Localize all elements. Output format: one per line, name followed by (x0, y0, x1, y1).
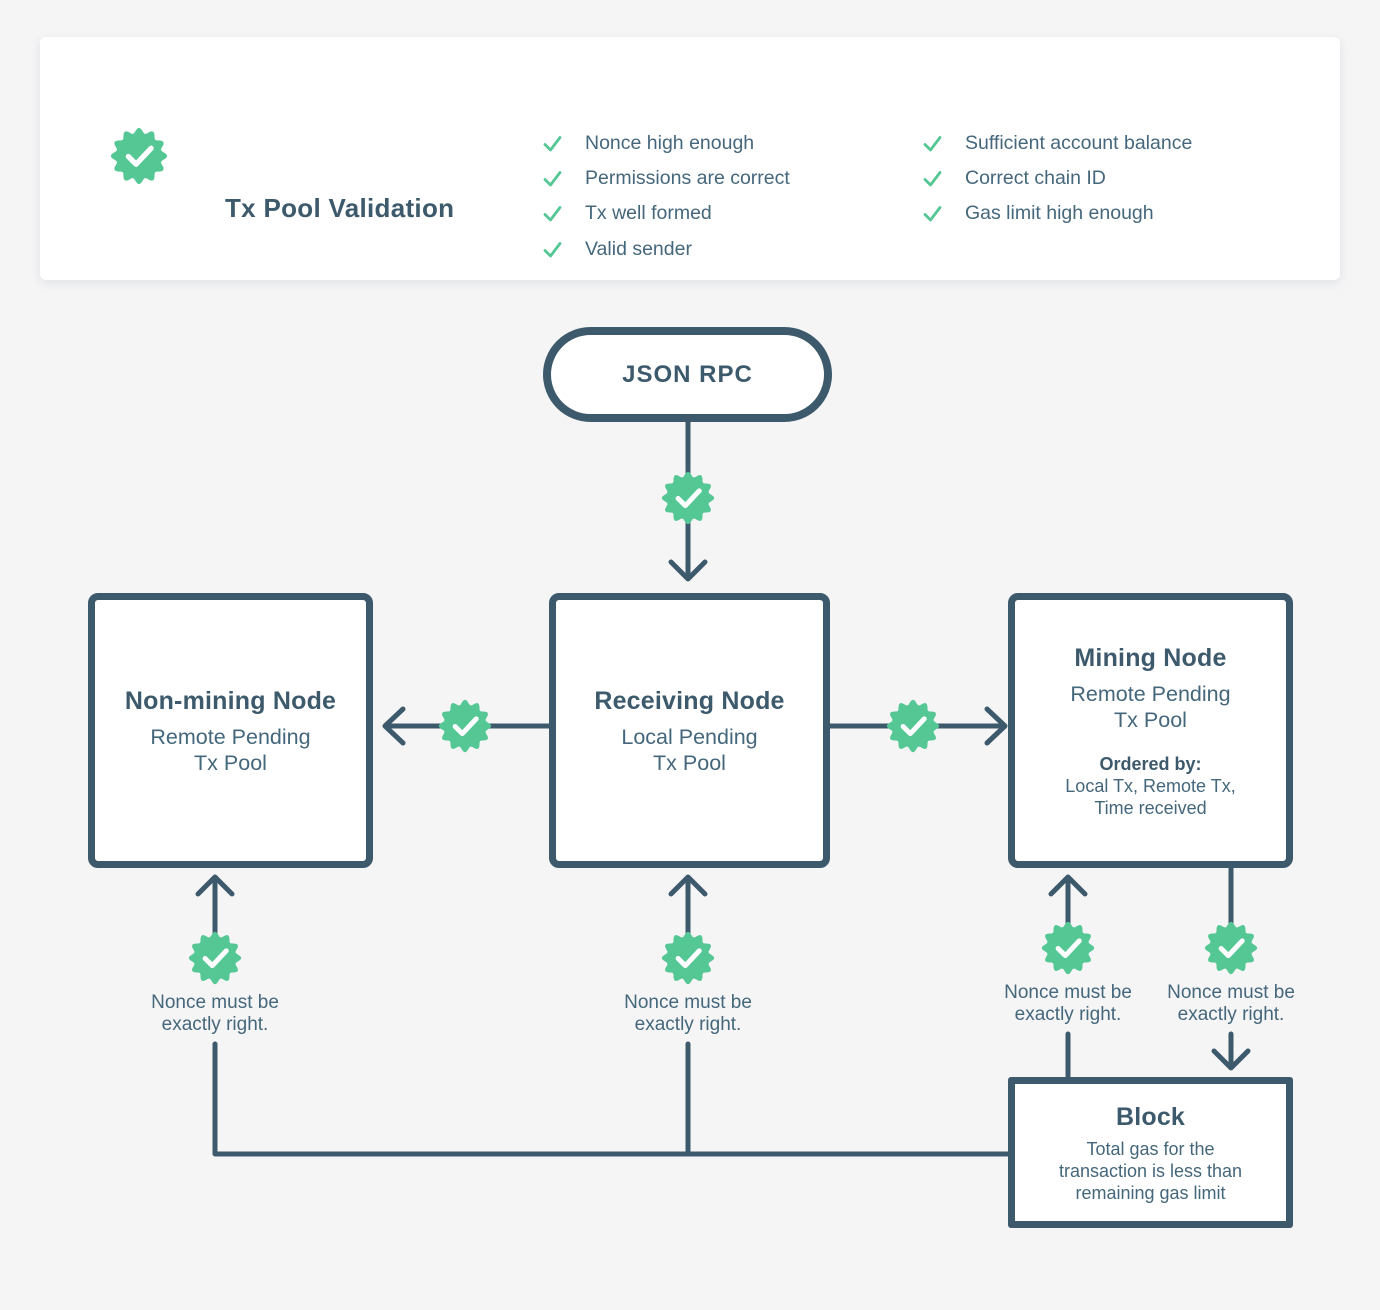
checklist-item: Sufficient account balance (922, 130, 1192, 156)
checklist-label: Gas limit high enough (965, 201, 1154, 224)
node-subtitle: Local Pending Tx Pool (621, 724, 758, 775)
checklist-label: Tx well formed (585, 201, 712, 224)
checklist-item: Nonce high enough (542, 130, 754, 156)
checkmark-icon (923, 205, 942, 221)
arrowhead-up-icon (1048, 874, 1088, 897)
arrowhead-down-icon (1211, 1048, 1251, 1071)
check-seal-icon (661, 931, 715, 985)
checklist-label: Nonce high enough (585, 131, 755, 154)
arrowhead-down-icon (668, 559, 708, 582)
node-json-rpc: JSON RPC (543, 327, 832, 422)
check-seal-icon (661, 471, 715, 525)
check-seal-icon (1041, 921, 1095, 975)
node-receiving: Receiving Node Local Pending Tx Pool (549, 593, 830, 868)
nonce-note: Nonce must be exactly right. (1004, 982, 1132, 1025)
arrowhead-right-icon (984, 706, 1008, 746)
checklist-item: Correct chain ID (922, 165, 1106, 191)
checkmark-icon (543, 205, 562, 221)
nonce-note: Nonce must be exactly right. (151, 992, 279, 1035)
node-title: Mining Node (1074, 643, 1227, 672)
check-seal-icon (438, 699, 492, 753)
checklist-item: Tx well formed (542, 200, 712, 226)
checkmark-icon (543, 135, 562, 151)
arrowhead-up-icon (195, 874, 235, 897)
checklist-label: Sufficient account balance (965, 131, 1193, 154)
check-seal-icon (110, 127, 168, 185)
node-subtitle: Remote Pending Tx Pool (150, 724, 311, 775)
checklist-item: Gas limit high enough (922, 200, 1154, 226)
node-non-mining: Non-mining Node Remote Pending Tx Pool (88, 593, 373, 868)
nonce-note: Nonce must be exactly right. (624, 992, 752, 1035)
checklist-label: Valid sender (585, 237, 692, 260)
node-body: Total gas for the transaction is less th… (1058, 1138, 1243, 1203)
checklist-label: Permissions are correct (585, 166, 790, 189)
node-title: Block (1115, 1102, 1186, 1131)
checkmark-icon (923, 135, 942, 151)
checkmark-icon (543, 241, 562, 257)
checklist-label: Correct chain ID (965, 166, 1106, 189)
line-block-bus (212, 1041, 1011, 1157)
checklist-item: Valid sender (542, 236, 692, 262)
node-block: Block Total gas for the transaction is l… (1008, 1077, 1293, 1228)
node-mining: Mining Node Remote Pending Tx Pool Order… (1008, 593, 1293, 868)
check-seal-icon (886, 699, 940, 753)
nonce-note: Nonce must be exactly right. (1167, 982, 1295, 1025)
checklist-item: Permissions are correct (542, 165, 790, 191)
checkmark-icon (543, 170, 562, 186)
node-subtitle: Remote Pending Tx Pool (1070, 681, 1231, 732)
node-title: Receiving Node (594, 686, 785, 715)
check-seal-icon (1204, 921, 1258, 975)
node-ordered-by: Ordered by: Local Tx, Remote Tx, Time re… (1065, 753, 1236, 818)
node-title: Non-mining Node (124, 686, 337, 715)
arrowhead-left-icon (382, 706, 406, 746)
page-title: Tx Pool Validation (225, 193, 455, 224)
arrowhead-up-icon (668, 874, 708, 897)
checkmark-icon (923, 170, 942, 186)
check-seal-icon (188, 931, 242, 985)
validation-card: Tx Pool Validation Nonce high enough Per… (40, 37, 1340, 280)
node-title: JSON RPC (622, 360, 753, 388)
